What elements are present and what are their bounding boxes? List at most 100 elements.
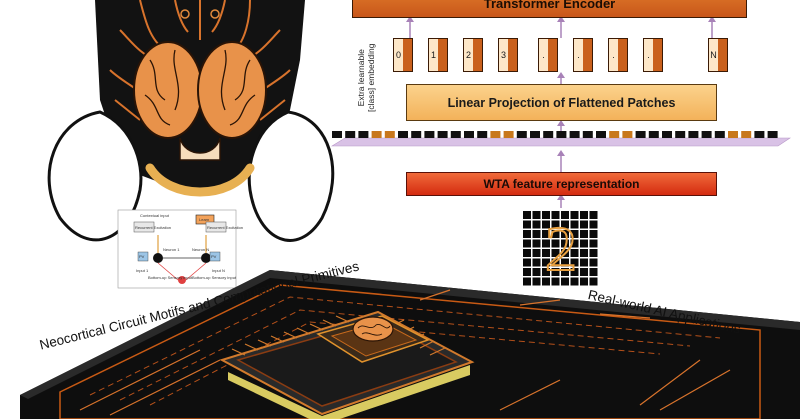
circuit-excitation-left: Recurrent Excitation <box>135 225 172 230</box>
circuit-bottomup-right: Bottom-up Sensory input <box>192 275 237 280</box>
digit-patch-cell <box>561 230 569 238</box>
circuit-contextual-label: Contextual input <box>140 213 169 218</box>
digit-patch-cell <box>561 239 569 248</box>
flattened-patch <box>543 131 554 138</box>
flattened-patch <box>398 131 408 138</box>
digit-patch-cell <box>580 220 588 229</box>
token-index: . <box>539 39 548 71</box>
digit-patch-cell <box>561 268 569 276</box>
token-index: 3 <box>499 39 508 71</box>
digit-patch-cell <box>523 239 531 248</box>
flattened-patch <box>464 131 474 138</box>
token-embedding-fill <box>508 39 517 71</box>
digit-patch-cell <box>570 249 579 257</box>
digit-patch-cell <box>551 211 560 219</box>
digit-patch-cell <box>561 249 569 257</box>
digit-patch-cell <box>542 268 550 276</box>
digit-patch-cell <box>532 258 541 267</box>
token-embedding-fill <box>583 39 592 71</box>
digit-patch-cell <box>570 220 579 229</box>
digit-patch-cell <box>561 220 569 229</box>
flattened-patch <box>371 131 382 138</box>
digit-patch-grid: 2 <box>523 211 598 286</box>
digit-patch-cell <box>589 277 598 286</box>
digit-patch-cell <box>589 220 598 229</box>
circuit-bottomup-left: Bottom-up Sensory input <box>148 275 193 280</box>
digit-patch-cell <box>551 239 560 248</box>
pipeline-arrows <box>406 16 716 208</box>
handwritten-digit: 2 <box>545 213 577 284</box>
digit-patch-cell <box>580 277 588 286</box>
flattened-patch <box>714 131 725 138</box>
flattened-patch <box>662 131 672 138</box>
digit-patch-cell <box>542 258 550 267</box>
digit-patch-cell <box>580 211 588 219</box>
digit-patch-cell <box>551 258 560 267</box>
flattened-patch <box>688 131 699 138</box>
class-embedding-label: Extra learnable [class] embedding <box>356 43 376 112</box>
digit-patch-cell <box>570 239 579 248</box>
token-embedding-fill <box>618 39 627 71</box>
flattened-patch <box>622 131 633 138</box>
embedding-token: . <box>643 38 663 72</box>
flattened-patch <box>516 131 527 138</box>
circuit-diagram <box>117 209 237 289</box>
patch-row <box>332 131 778 138</box>
embedding-token: 3 <box>498 38 518 72</box>
digit-patch-cell <box>532 230 541 238</box>
flattened-patch <box>701 131 712 138</box>
token-embedding-fill <box>403 39 412 71</box>
embedding-label-line1: Extra learnable <box>356 49 366 107</box>
embedding-token: . <box>608 38 628 72</box>
flattened-patch <box>437 131 448 138</box>
digit-patch-cell <box>570 230 579 238</box>
digit-patch-cell <box>542 277 550 286</box>
flattened-patch <box>767 131 778 138</box>
circuit-excitation-right: Recurrent Excitation <box>207 225 244 230</box>
token-index: . <box>644 39 653 71</box>
token-index: 2 <box>464 39 473 71</box>
digit-patch-cell <box>542 230 550 238</box>
token-index: . <box>574 39 583 71</box>
token-index: . <box>609 39 618 71</box>
rodent-head-illustration <box>47 0 335 242</box>
neuromorphic-chip-illustration <box>20 270 800 419</box>
embedding-token: . <box>573 38 593 72</box>
digit-patch-cell <box>551 220 560 229</box>
token-embedding-fill <box>653 39 662 71</box>
flattened-patch <box>675 131 686 138</box>
token-index: N <box>709 39 718 71</box>
flattened-patch <box>741 131 752 138</box>
digit-patch-cell <box>523 258 531 267</box>
transformer-encoder-block: Transformer Encoder <box>352 0 747 18</box>
flattened-patch <box>635 131 646 138</box>
digit-patch-cell <box>542 211 550 219</box>
digit-patch-cell <box>523 277 531 286</box>
digit-patch-cell <box>542 249 550 257</box>
flattened-patch <box>503 131 514 138</box>
digit-patch-cell <box>561 258 569 267</box>
circuit-neuronN: Neuron N <box>192 247 210 252</box>
flattened-patch <box>477 131 488 138</box>
digit-patch-cell <box>532 268 541 276</box>
digit-patch-cell <box>589 211 598 219</box>
token-embedding-fill <box>438 39 447 71</box>
flattened-patches-strip <box>330 137 791 147</box>
digit-patch-cell <box>551 230 560 238</box>
digit-patch-cell <box>589 258 598 267</box>
digit-patch-cell <box>532 239 541 248</box>
circuit-learn-label: Learn <box>199 217 210 222</box>
digit-patch-cell <box>523 230 531 238</box>
flattened-patch <box>530 131 540 138</box>
flattened-patch <box>556 131 567 138</box>
digit-patch-cell <box>523 268 531 276</box>
digit-patch-cell <box>532 220 541 229</box>
digit-patch-cell <box>570 258 579 267</box>
token-index: 0 <box>394 39 403 71</box>
flattened-patch <box>358 131 369 138</box>
digit-patch-cell <box>589 268 598 276</box>
circuit-pv-right: PV <box>211 254 217 259</box>
linear-projection-block: Linear Projection of Flattened Patches <box>406 84 717 121</box>
embedding-token: . <box>538 38 558 72</box>
